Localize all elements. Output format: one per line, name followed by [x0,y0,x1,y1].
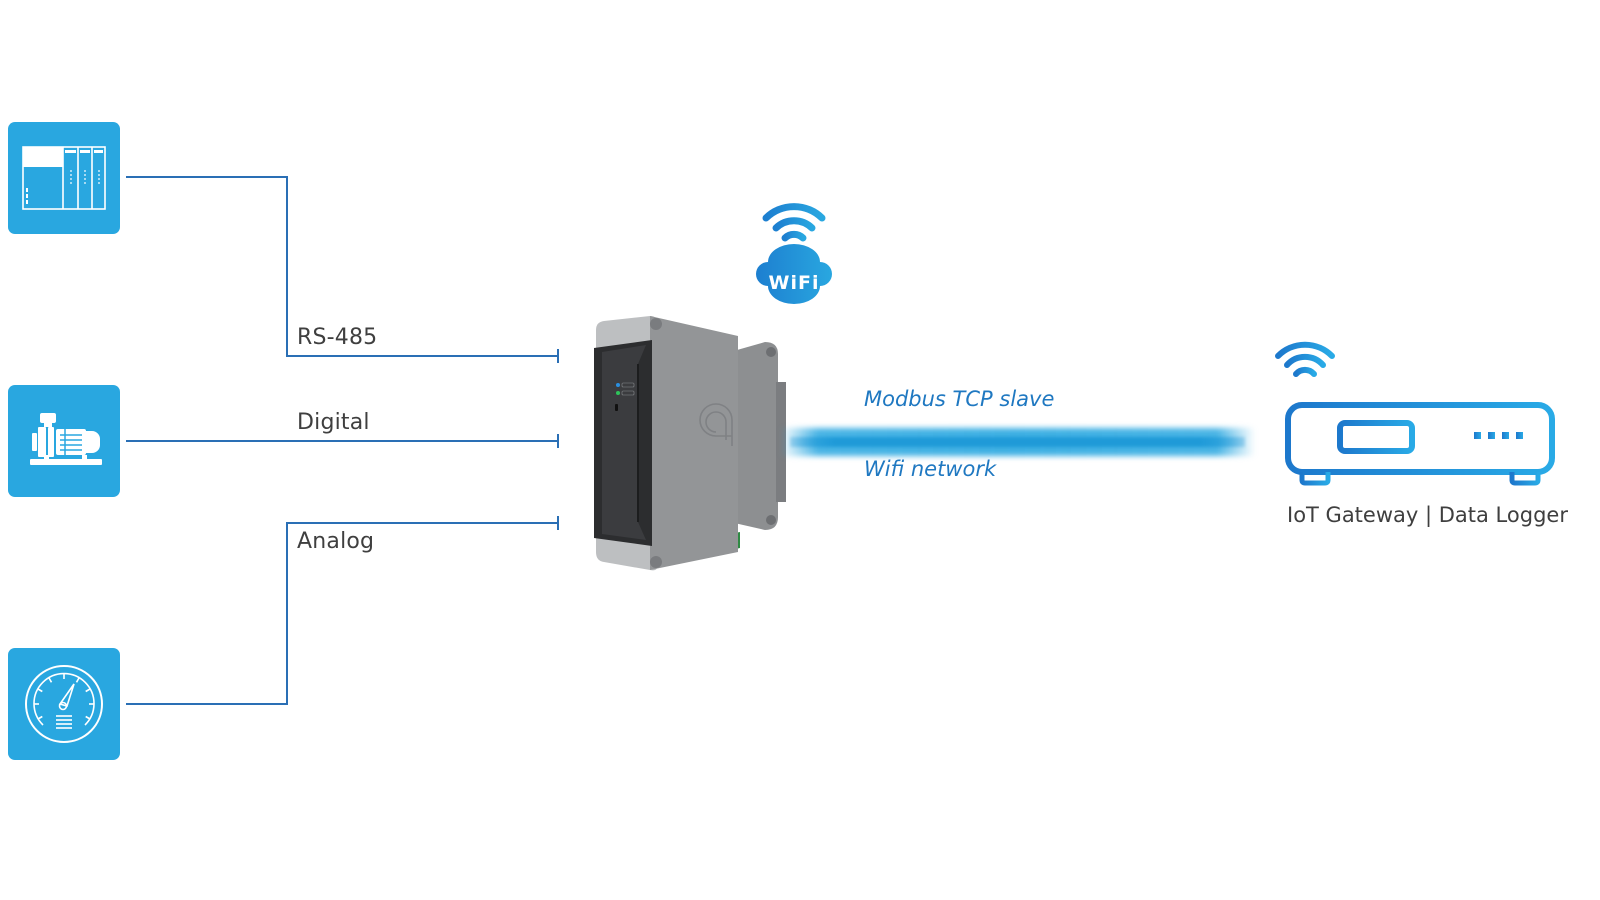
iot-gateway-device [1275,341,1555,486]
motor-pump-icon [30,413,102,465]
gateway-display [1337,420,1415,454]
usb-port [615,404,618,411]
gateway-indicator-dots [1474,432,1523,439]
wifi-signal-icon [762,203,826,242]
gateway-foot-right [1509,472,1541,486]
io-module-device [594,316,786,571]
pressure-gauge-icon [25,665,103,743]
device-wifi-badge: WiFi [756,203,832,304]
wifi-badge-text: WiFi [769,272,820,294]
power-led [616,391,620,395]
gateway-label: IoT Gateway | Data Logger [1287,503,1568,527]
status-led [616,383,620,387]
modbus-tcp-label: Modbus TCP slave [864,387,1055,411]
motor-source-box [8,385,120,497]
gateway-wifi-icon [1275,341,1335,377]
digital-label: Digital [297,410,370,435]
wifi-cloud-icon [756,244,832,304]
gauge-source-box [8,648,120,760]
wifi-network-label: Wifi network [864,457,997,481]
analog-label: Analog [297,529,375,554]
brand-logo-icon [699,403,733,446]
gateway-body [1285,402,1555,475]
wifi-link-beam-core [790,437,1245,447]
rs485-label: RS-485 [297,325,378,350]
plc-source-box [8,122,120,234]
gateway-foot-left [1299,472,1331,486]
plc-rack-icon [22,146,106,210]
rs485-wire [126,176,558,357]
status-led-label [621,382,635,388]
power-led-label [621,390,635,396]
analog-wire [126,522,558,705]
